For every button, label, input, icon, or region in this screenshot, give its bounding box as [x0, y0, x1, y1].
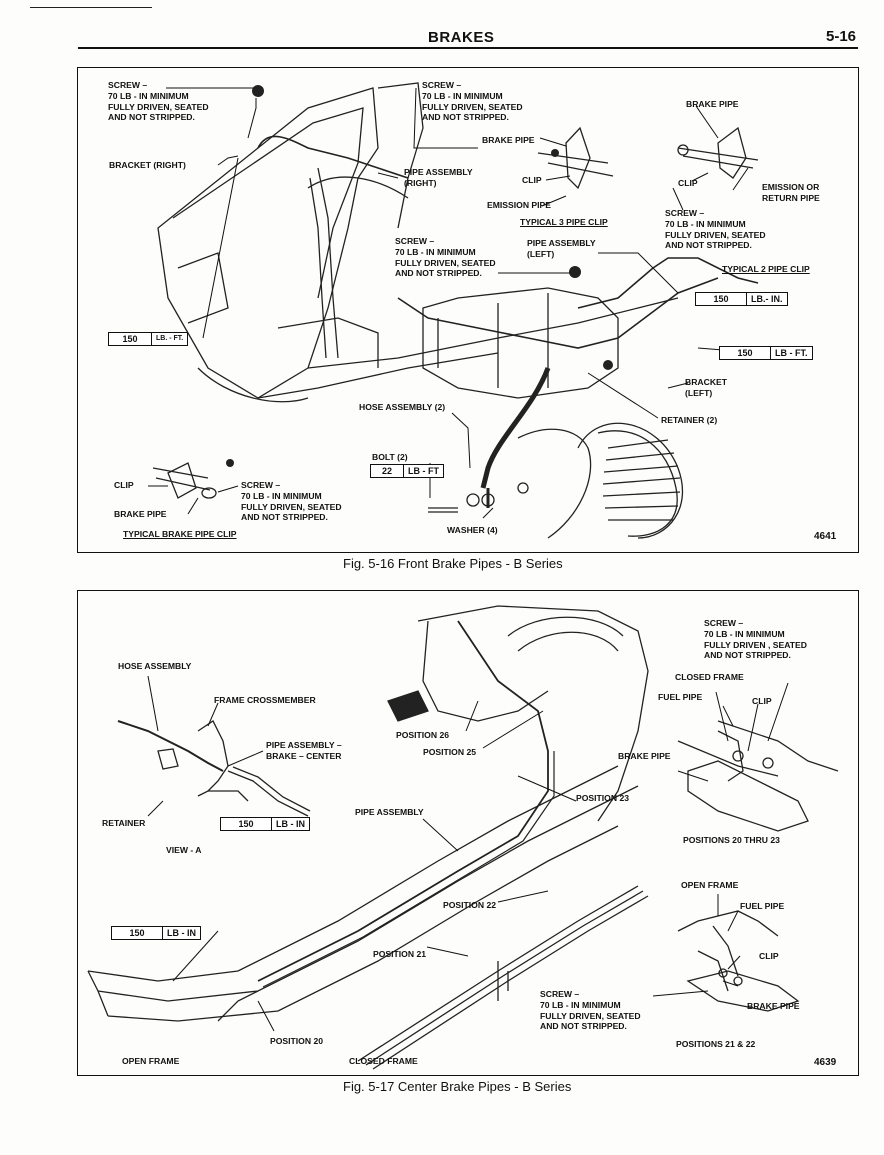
torque-unit: LB - FT — [408, 466, 439, 476]
torque-value: 150 — [696, 293, 747, 305]
label-positions-21-22: POSITIONS 21 & 22 — [676, 1039, 756, 1049]
label-hose-assembly: HOSE ASSEMBLY — [118, 661, 192, 671]
label-fuel-pipe-top: FUEL PIPE — [658, 692, 703, 702]
label-bracket-right: BRACKET (RIGHT) — [109, 160, 186, 170]
label-position-20: POSITION 20 — [270, 1036, 324, 1046]
torque-box-bolt: 22 LB - FT — [370, 464, 444, 478]
label-screw-center: SCREW – 70 LB - IN MINIMUM FULLY DRIVEN,… — [395, 236, 496, 279]
torque-unit: LB - IN — [276, 819, 305, 829]
label-position-26: POSITION 26 — [396, 730, 450, 740]
torque-box-mid-right: 150 LB - FT. — [719, 346, 813, 360]
torque-unit: LB - FT. — [775, 348, 808, 358]
header-top-rule — [30, 7, 152, 8]
label-closed-frame: CLOSED FRAME — [675, 672, 744, 682]
header-rule — [78, 47, 858, 49]
label-position-22: POSITION 22 — [443, 900, 497, 910]
label-view-a: VIEW - A — [166, 845, 202, 855]
label-brake-pipe-bottom: BRAKE PIPE — [114, 509, 167, 519]
label-screw-bottom: SCREW – 70 LB - IN MINIMUM FULLY DRIVEN,… — [540, 989, 641, 1032]
torque-value: 150 — [112, 927, 163, 939]
label-bracket-left: BRACKET (LEFT) — [685, 377, 728, 398]
page-number: 5-16 — [826, 28, 857, 45]
label-positions-20-23: POSITIONS 20 THRU 23 — [683, 835, 780, 845]
label-clip-bottom: CLIP — [759, 951, 779, 961]
figure-number: 4639 — [814, 1057, 837, 1068]
torque-value: 150 — [720, 347, 771, 359]
torque-unit: LB.- IN. — [751, 294, 783, 304]
label-typical-3-pipe-clip: TYPICAL 3 PIPE CLIP — [520, 217, 608, 227]
label-hose-assembly: HOSE ASSEMBLY (2) — [359, 402, 446, 412]
label-open-frame-bottom: OPEN FRAME — [122, 1056, 180, 1066]
torque-value: 22 — [371, 465, 404, 477]
torque-box-left: 150 LB - IN — [111, 926, 201, 940]
figure-number: 4641 — [814, 531, 837, 542]
figure-caption: Fig. 5-17 Center Brake Pipes - B Series — [343, 1079, 572, 1094]
figure-center-brake-pipes: HOSE ASSEMBLY FRAME CROSSMEMBER PIPE ASS… — [77, 590, 859, 1076]
center-brake-pipes-illustration — [87, 605, 839, 1070]
label-emission-or-return: EMISSION OR RETURN PIPE — [762, 182, 820, 203]
label-position-23: POSITION 23 — [576, 793, 630, 803]
label-screw-top: SCREW – 70 LB - IN MINIMUM FULLY DRIVEN … — [704, 618, 807, 661]
label-closed-frame-bottom: CLOSED FRAME — [349, 1056, 418, 1066]
label-clip-bottom: CLIP — [114, 480, 134, 490]
torque-unit: LB - IN — [167, 928, 196, 938]
label-brake-pipe-top: BRAKE PIPE — [618, 751, 671, 761]
front-brake-pipes-illustration — [148, 82, 759, 539]
label-washer: WASHER (4) — [447, 525, 498, 535]
figure-front-brake-pipes: SCREW – 70 LB - IN MINIMUM FULLY DRIVEN,… — [77, 67, 859, 553]
label-open-frame: OPEN FRAME — [681, 880, 739, 890]
section-title: BRAKES — [428, 29, 495, 46]
label-pipe-assembly: PIPE ASSEMBLY — [355, 807, 424, 817]
label-retainer: RETAINER (2) — [661, 415, 718, 425]
label-screw-top-mid: SCREW – 70 LB - IN MINIMUM FULLY DRIVEN,… — [422, 80, 523, 123]
label-pipe-assembly-left: PIPE ASSEMBLY (LEFT) — [527, 238, 596, 259]
label-screw-bottom: SCREW – 70 LB - IN MINIMUM FULLY DRIVEN,… — [241, 480, 342, 523]
label-screw-right: SCREW – 70 LB - IN MINIMUM FULLY DRIVEN,… — [665, 208, 766, 251]
torque-unit: LB. - FT. — [156, 335, 184, 342]
label-retainer: RETAINER — [102, 818, 146, 828]
label-brake-pipe-right: BRAKE PIPE — [686, 99, 739, 109]
figure-caption: Fig. 5-16 Front Brake Pipes - B Series — [343, 556, 563, 571]
torque-box-view-a: 150 LB - IN — [220, 817, 310, 831]
label-position-25: POSITION 25 — [423, 747, 477, 757]
label-pipe-assembly-brake-center: PIPE ASSEMBLY – BRAKE – CENTER — [266, 740, 342, 761]
label-bolt: BOLT (2) — [372, 452, 408, 462]
label-clip-right: CLIP — [678, 178, 698, 188]
label-brake-pipe-bottom: BRAKE PIPE — [747, 1001, 800, 1011]
label-typical-2-pipe-clip: TYPICAL 2 PIPE CLIP — [722, 264, 810, 274]
label-position-21: POSITION 21 — [373, 949, 427, 959]
torque-box-top-right: 150 LB.- IN. — [695, 292, 788, 306]
label-pipe-assembly-right: PIPE ASSEMBLY (RIGHT) — [404, 167, 473, 188]
label-clip-top: CLIP — [752, 696, 772, 706]
label-screw-top-left: SCREW – 70 LB - IN MINIMUM FULLY DRIVEN,… — [108, 80, 209, 123]
torque-value: 150 — [221, 818, 272, 830]
label-typical-brake-pipe-clip: TYPICAL BRAKE PIPE CLIP — [123, 529, 237, 539]
label-clip-mid: CLIP — [522, 175, 542, 185]
torque-value: 150 — [109, 333, 152, 345]
label-frame-crossmember: FRAME CROSSMEMBER — [214, 695, 316, 705]
label-fuel-pipe-bottom: FUEL PIPE — [740, 901, 785, 911]
torque-box-left: 150 LB. - FT. — [108, 332, 189, 346]
label-emission-pipe: EMISSION PIPE — [487, 200, 551, 210]
label-brake-pipe-mid: BRAKE PIPE — [482, 135, 535, 145]
